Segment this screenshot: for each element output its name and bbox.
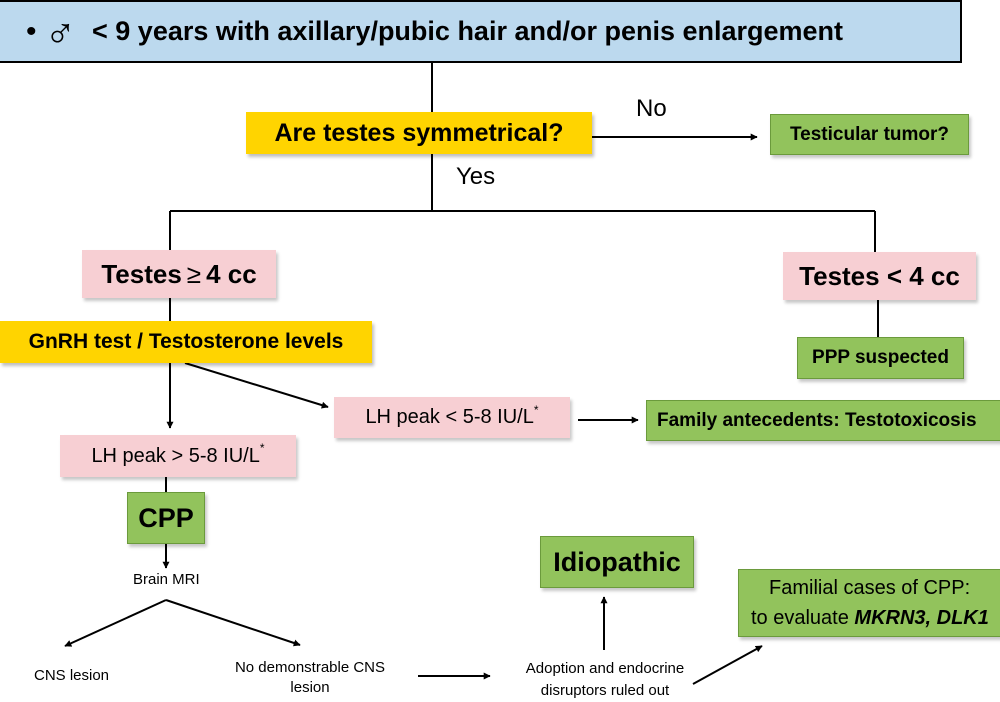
lh-low-asterisk: * [533,403,539,417]
gnrh-test-box: GnRH test / Testosterone levels [0,321,372,363]
cpp-box: CPP [127,492,205,544]
testes-ge4-suffix: 4 cc [206,258,257,289]
gnrh-test-text: GnRH test / Testosterone levels [28,330,344,353]
male-symbol-icon: ♂ [44,7,77,55]
ppp-suspected-text: PPP suspected [812,347,949,368]
no-cns-lesion-label: No demonstrable CNS lesion [222,658,398,698]
idiopathic-text: Idiopathic [553,546,681,577]
gnrh-to-lh-low-arrow [184,362,329,409]
lh-low-box: LH peak < 5-8 IU/L * [334,397,570,438]
testes-lt4-box: Testes < 4 cc [783,252,976,300]
lh-high-asterisk: * [259,441,265,455]
testes-ge4-box: Testes ≥ 4 cc [82,250,276,298]
lh-low-text: LH peak < 5-8 IU/L [365,406,534,428]
adoption-label: Adoption and endocrine disruptors ruled … [500,658,710,702]
testicular-tumor-box: Testicular tumor? [770,114,969,155]
no-cns-line2: lesion [290,679,330,696]
header-text: < 9 years with axillary/pubic hair and/o… [92,16,844,46]
family-testotoxicosis-text: Family antecedents: Testotoxicosis [657,409,977,431]
familial-line2: to evaluate MKRN3, DLK1 [751,603,989,633]
lh-high-box: LH peak > 5-8 IU/L * [60,435,296,477]
familial-line1: Familial cases of CPP: [769,577,971,599]
cns-lesion-label: CNS lesion [34,667,110,684]
testicular-tumor-text: Testicular tumor? [789,123,950,145]
brain-mri-label: Brain MRI [133,571,200,588]
no-cns-line1: No demonstrable CNS [234,659,386,676]
familial-genes: MKRN3, DLK1 [854,607,989,629]
mri-to-no-cns-arrow [165,599,301,647]
cpp-text: CPP [138,502,194,533]
symmetry-question-text: Are testes symmetrical? [274,118,564,147]
family-testotoxicosis-box: Family antecedents: Testotoxicosis [646,400,1000,441]
familial-line2-prefix: to evaluate [751,607,855,629]
testes-lt4-text: Testes < 4 cc [799,260,960,291]
testes-ge4-prefix: Testes [101,258,182,289]
adoption-line2: disruptors ruled out [540,682,670,699]
symmetry-question-box: Are testes symmetrical? [246,112,592,154]
familial-cases-box: Familial cases of CPP: to evaluate MKRN3… [738,569,1000,637]
bullet: • [26,14,37,48]
ge-symbol: ≥ [186,258,202,289]
no-label: No [636,95,667,122]
adoption-line1: Adoption and endocrine [525,660,685,677]
mri-to-cns-lesion-arrow [64,599,167,647]
adoption-to-familial-arrow [692,645,763,685]
lh-high-text: LH peak > 5-8 IU/L [91,444,260,467]
header-criteria-box: • ♂ < 9 years with axillary/pubic hair a… [0,0,962,63]
idiopathic-box: Idiopathic [540,536,694,588]
ppp-suspected-box: PPP suspected [797,337,964,379]
yes-label: Yes [456,163,496,190]
